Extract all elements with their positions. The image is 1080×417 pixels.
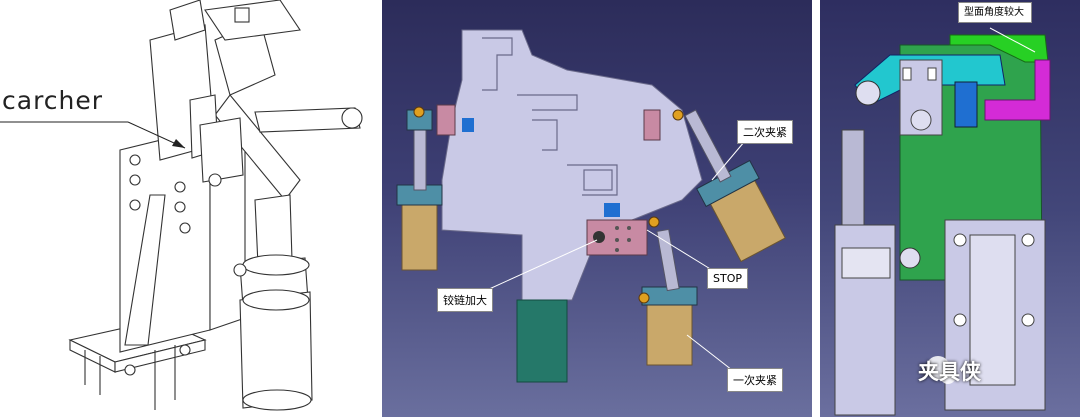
line-drawing-panel: carcher	[0, 0, 376, 417]
clamp-cad-drawing	[396, 29, 786, 383]
stop-block	[604, 203, 620, 217]
watermark-text: 夹具侠	[918, 360, 981, 384]
callout-stop: STOP	[707, 268, 748, 289]
clamp-line-drawing	[0, 0, 363, 411]
handle	[254, 107, 361, 133]
callout-surface-angle: 型面角度较大	[958, 2, 1032, 23]
magenta-part	[984, 59, 1051, 121]
callout-first-clamp: 一次夹紧	[727, 368, 783, 392]
callout-hinge: 铰链加大	[437, 288, 493, 312]
rib	[124, 194, 166, 346]
callout-second-clamp: 二次夹紧	[737, 120, 793, 144]
cad-view-panel: 二次夹紧 STOP 铰链加大 一次夹紧	[382, 0, 812, 417]
detail-cad-drawing	[834, 27, 1051, 416]
carcher-label: carcher	[2, 86, 104, 115]
teal-base	[516, 299, 568, 383]
bottom-cylinder	[646, 299, 693, 366]
left-cylinder	[401, 199, 438, 271]
detail-view-panel: 型面角度较大 夹具侠	[820, 0, 1080, 417]
